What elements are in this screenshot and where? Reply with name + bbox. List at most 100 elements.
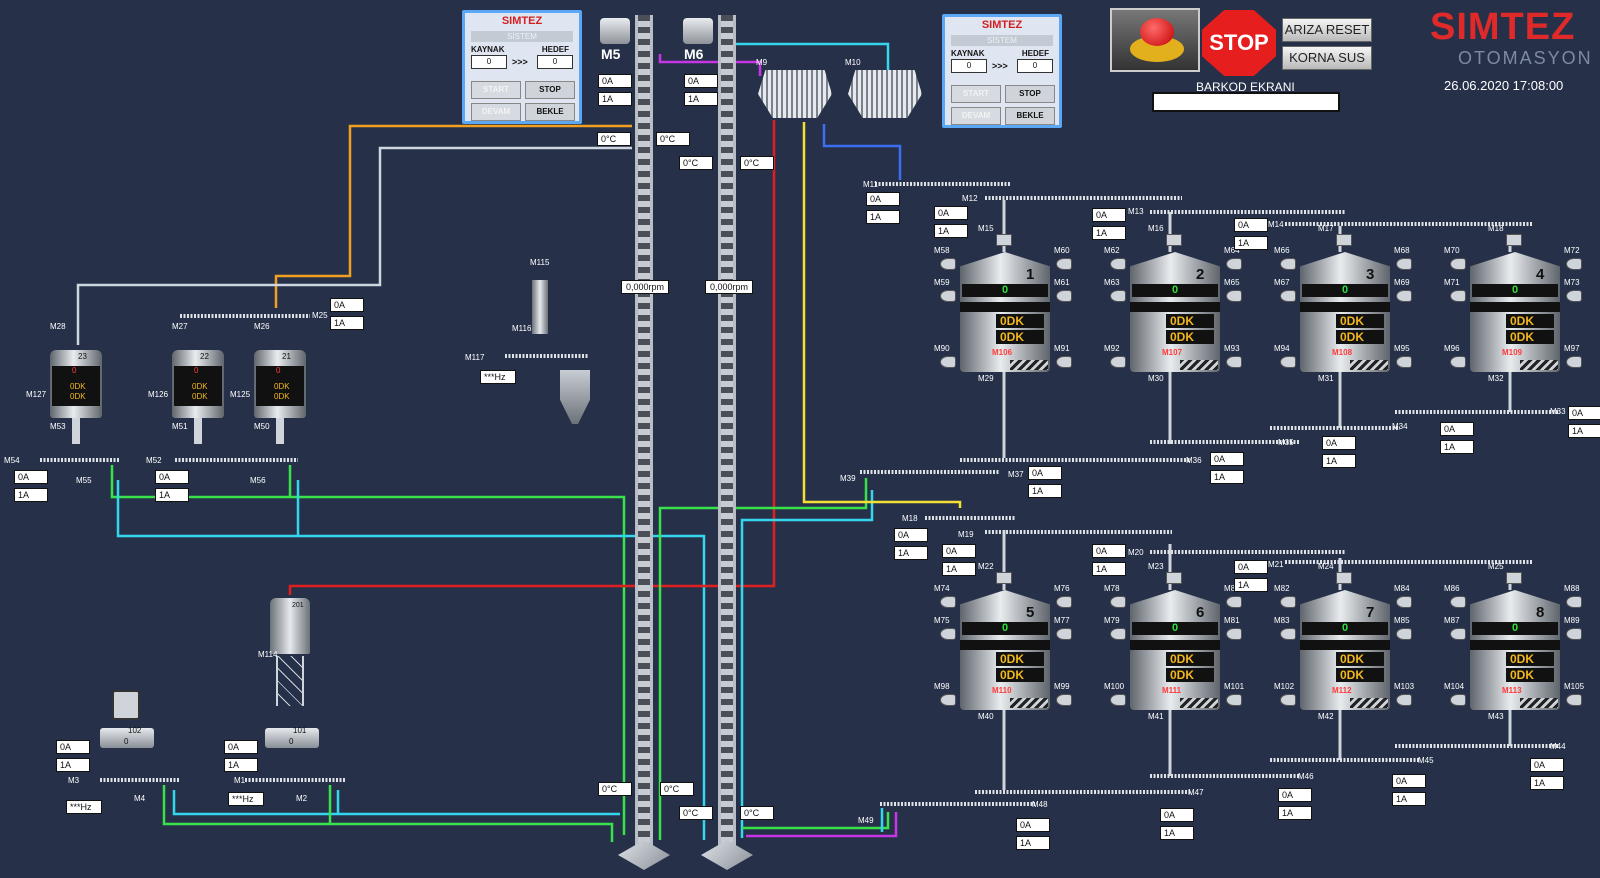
bekle-button[interactable]: BEKLE	[1005, 107, 1055, 125]
conveyor-label-m13: M13	[1128, 207, 1144, 216]
motor-icon[interactable]	[1396, 258, 1412, 270]
motor-icon[interactable]	[940, 356, 956, 368]
valve-icon[interactable]	[1166, 572, 1182, 584]
motor-icon[interactable]	[1226, 258, 1242, 270]
motor-m115[interactable]	[532, 280, 548, 334]
korna-sus-button[interactable]: KORNA SUS	[1282, 46, 1372, 70]
motor-icon[interactable]	[1226, 290, 1242, 302]
tank-band	[1300, 302, 1390, 312]
frequency-readout: ***Hz	[66, 800, 102, 814]
stop-sign-icon[interactable]: STOP	[1202, 10, 1276, 76]
valve-icon[interactable]	[996, 572, 1012, 584]
motor-icon[interactable]	[1566, 628, 1582, 640]
motor-icon[interactable]	[1110, 356, 1126, 368]
current-reading-a: 0A	[1210, 452, 1244, 466]
motor-icon[interactable]	[1280, 628, 1296, 640]
stop-button[interactable]: STOP	[1005, 85, 1055, 103]
motor-icon[interactable]	[940, 628, 956, 640]
motor-icon[interactable]	[1056, 290, 1072, 302]
silo-motor-label: M127	[26, 390, 47, 399]
motor-icon[interactable]	[1056, 628, 1072, 640]
start-button[interactable]: START	[471, 81, 521, 99]
motor-icon[interactable]	[1566, 694, 1582, 706]
motor-icon[interactable]	[1110, 258, 1126, 270]
valve-icon[interactable]	[996, 234, 1012, 246]
motor-icon[interactable]	[1110, 596, 1126, 608]
kaynak-input[interactable]: 0	[951, 59, 987, 73]
motor-icon[interactable]	[1110, 628, 1126, 640]
motor-icon[interactable]	[1226, 356, 1242, 368]
hedef-input[interactable]: 0	[1017, 59, 1053, 73]
motor-icon[interactable]	[1396, 694, 1412, 706]
motor-icon[interactable]	[940, 596, 956, 608]
motor-icon[interactable]	[1566, 356, 1582, 368]
stop-button[interactable]: STOP	[525, 81, 575, 99]
motor-icon[interactable]	[940, 258, 956, 270]
devam-button[interactable]: DEVAM	[951, 107, 1001, 125]
motor-label: M43	[1488, 712, 1504, 721]
motor-icon[interactable]	[1056, 596, 1072, 608]
motor-icon[interactable]	[1280, 596, 1296, 608]
motor-icon[interactable]	[1280, 290, 1296, 302]
motor-icon[interactable]	[1450, 290, 1466, 302]
motor-icon[interactable]	[1280, 694, 1296, 706]
motor-icon[interactable]	[1450, 258, 1466, 270]
motor-icon[interactable]	[1056, 356, 1072, 368]
barkod-input[interactable]	[1152, 92, 1340, 112]
motor-icon[interactable]	[1566, 596, 1582, 608]
motor-icon[interactable]	[1450, 694, 1466, 706]
motor-icon[interactable]	[1566, 258, 1582, 270]
cleaner-m9[interactable]	[758, 70, 832, 118]
motor-icon[interactable]	[1280, 258, 1296, 270]
ariza-reset-button[interactable]: ARIZA RESET	[1282, 18, 1372, 42]
hedef-input[interactable]: 0	[537, 55, 573, 69]
motor-icon[interactable]	[1396, 628, 1412, 640]
datetime: 26.06.2020 17:08:00	[1444, 78, 1564, 93]
valve-icon[interactable]	[1336, 234, 1352, 246]
emergency-stop-icon[interactable]	[1110, 8, 1200, 72]
motor-icon[interactable]	[1226, 694, 1242, 706]
silo-timer-1: 0DK	[192, 382, 208, 391]
motor-icon[interactable]	[1110, 290, 1126, 302]
valve-icon[interactable]	[1336, 572, 1352, 584]
motor-icon[interactable]	[1450, 596, 1466, 608]
motor-icon[interactable]	[1396, 290, 1412, 302]
silo-display	[256, 366, 304, 406]
motor-icon[interactable]	[1566, 290, 1582, 302]
cleaner-m10[interactable]	[848, 70, 922, 118]
motor-icon[interactable]	[940, 694, 956, 706]
bekle-button[interactable]: BEKLE	[525, 103, 575, 121]
motor-icon[interactable]	[1450, 356, 1466, 368]
motor-icon[interactable]	[1056, 694, 1072, 706]
start-button[interactable]: START	[951, 85, 1001, 103]
motor-icon[interactable]	[1396, 596, 1412, 608]
motor-icon[interactable]	[1110, 694, 1126, 706]
motor-icon[interactable]	[940, 290, 956, 302]
kaynak-input[interactable]: 0	[471, 55, 507, 69]
current-reading-a: 0A	[1234, 560, 1268, 574]
motor-icon[interactable]	[1226, 596, 1242, 608]
conveyor-label-m20: M20	[1128, 548, 1144, 557]
tank-motor: M111	[1162, 686, 1182, 695]
motor-icon[interactable]	[1450, 628, 1466, 640]
motor-icon[interactable]	[1396, 356, 1412, 368]
valve-icon[interactable]	[1506, 572, 1522, 584]
motor-icon[interactable]	[1056, 258, 1072, 270]
valve-icon[interactable]	[1506, 234, 1522, 246]
devam-button[interactable]: DEVAM	[471, 103, 521, 121]
motor-icon[interactable]	[1280, 356, 1296, 368]
tank-motor: M109	[1502, 348, 1523, 357]
valve-icon[interactable]	[1166, 234, 1182, 246]
motor-icon[interactable]	[1226, 628, 1242, 640]
